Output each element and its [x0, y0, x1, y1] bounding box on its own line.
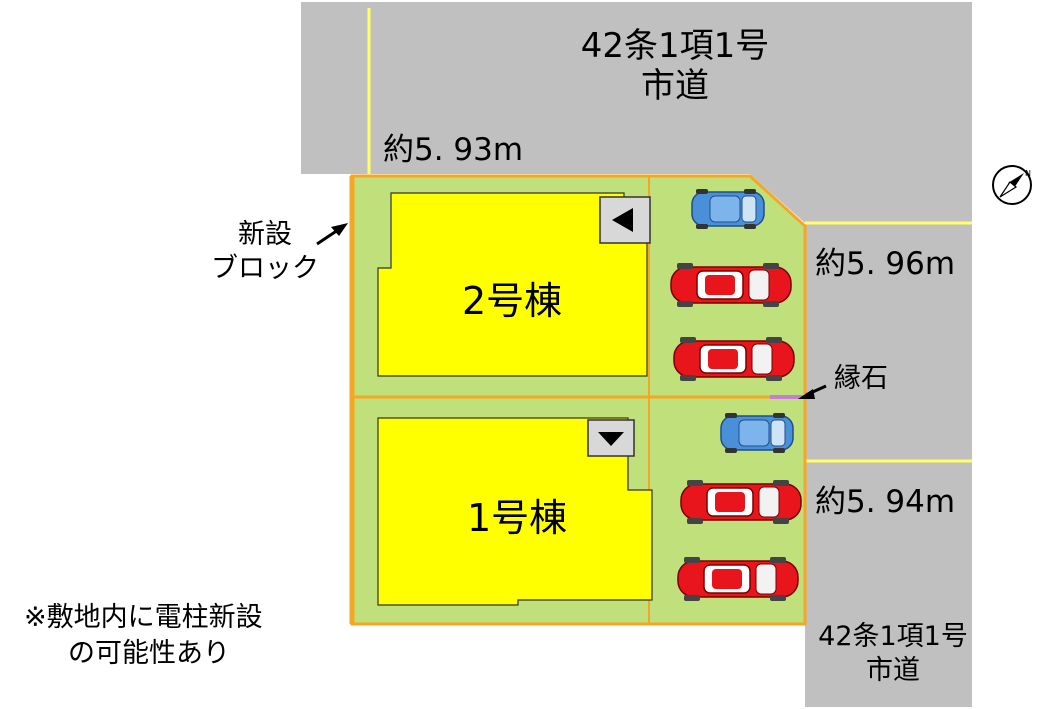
building-2-label: 2号棟 [462, 279, 563, 323]
car-icon [720, 412, 794, 454]
new-block-callout: 新設 ブロック [200, 218, 330, 286]
east-road-label: 42条1項1号 市道 [808, 620, 978, 688]
compass-icon: N [992, 165, 1032, 205]
east-road [805, 223, 972, 707]
note-line2: の可能性あり [68, 638, 230, 669]
east-road-type: 42条1項1号 [818, 621, 968, 652]
new-block-line1: 新設 [238, 219, 292, 250]
new-block-line2: ブロック [211, 253, 319, 284]
north-road-label: 42条1項1号 市道 [575, 26, 775, 106]
car-icon [673, 336, 795, 382]
north-road-type: 42条1項1号 [580, 26, 770, 66]
arrow-icon [798, 384, 827, 399]
note-line1: ※敷地内に電柱新設 [24, 602, 263, 633]
car-icon [680, 479, 802, 525]
north-road [301, 2, 972, 223]
triangle-down-icon [587, 419, 635, 457]
north-road-name: 市道 [641, 66, 709, 106]
east-road-name: 市道 [866, 655, 920, 686]
car-icon [677, 556, 799, 602]
east-lower-frontage-label: 約5. 94m [815, 484, 956, 520]
car-icon [691, 188, 765, 230]
east-upper-frontage-label: 約5. 96m [815, 246, 956, 282]
svg-text:N: N [1025, 169, 1031, 178]
north-frontage-label: 約5. 93m [383, 132, 524, 168]
car-icon [670, 262, 792, 308]
curb-callout: 縁石 [834, 363, 888, 394]
building-2 [377, 192, 648, 377]
utility-pole-note: ※敷地内に電柱新設 の可能性あり [24, 600, 263, 672]
building-1-label: 1号棟 [467, 496, 568, 540]
triangle-left-icon [599, 196, 651, 244]
arrow-icon [316, 223, 348, 246]
